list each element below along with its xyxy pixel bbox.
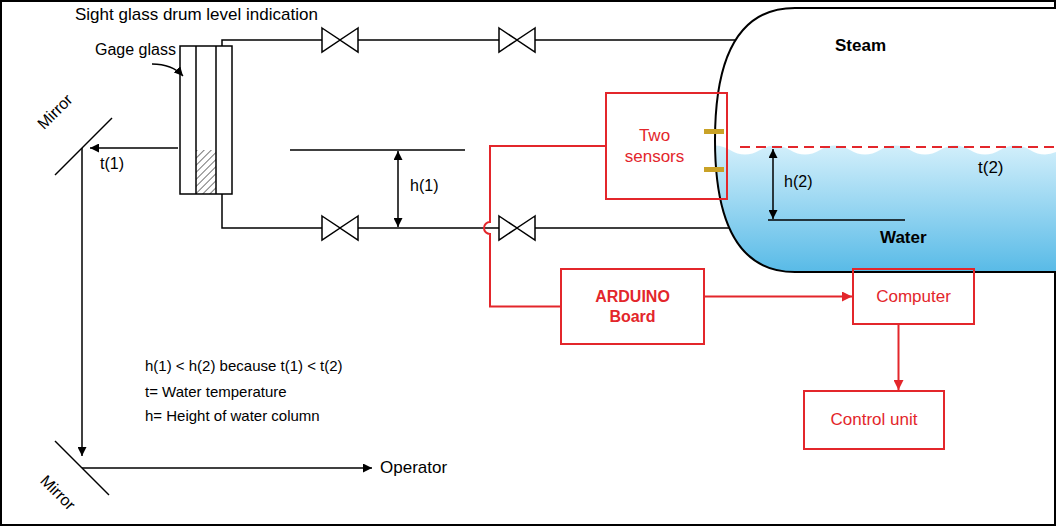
signal-connector [484, 146, 605, 307]
valve-symbol [499, 28, 535, 52]
operator-label: Operator [380, 458, 447, 478]
signal-connector [898, 325, 900, 390]
sensor-box: Two sensors [605, 92, 728, 200]
height-label: h(2) [784, 172, 812, 191]
diagram-title: Sight glass drum level indication [75, 5, 318, 25]
sensor-mark [704, 129, 724, 134]
light-ray [81, 148, 83, 456]
controller-box: ARDUINO Board [560, 268, 705, 345]
gage-glass-water [196, 150, 216, 194]
valve-symbol [322, 216, 358, 240]
valve-symbol [499, 216, 535, 240]
height-label: h(1) [410, 176, 438, 195]
steam-pipe [222, 40, 760, 46]
sensor-mark [704, 167, 724, 172]
control-box: Control unit [803, 390, 945, 450]
temperature-label: t(2) [978, 158, 1004, 178]
drum-outline [715, 8, 1056, 272]
note: h= Height of water column [145, 407, 320, 425]
part-label: Gage glass [95, 40, 176, 59]
temperature-label: t(1) [100, 154, 124, 173]
note: t= Water temperature [145, 383, 287, 401]
gage-glass-pointer [152, 64, 183, 76]
height-arrow [772, 149, 774, 219]
height-arrow [397, 151, 399, 227]
box-text: Two sensors [617, 125, 692, 168]
box-text: Control unit [831, 409, 918, 430]
region-label: Water [880, 228, 927, 248]
mirror-label: Mirror [36, 471, 79, 514]
valve-symbol [322, 28, 358, 52]
gage-glass-line [215, 46, 217, 194]
mirror-label: Mirror [33, 90, 76, 133]
box-text: ARDUINO Board [588, 287, 678, 327]
region-label: Steam [835, 36, 886, 56]
note: h(1) < h(2) because t(1) < t(2) [145, 357, 343, 375]
box-text: Computer [876, 286, 951, 307]
light-ray [90, 147, 178, 149]
light-ray [82, 467, 372, 469]
computer-box: Computer [852, 268, 975, 325]
gage-glass [180, 46, 232, 194]
reference-line [768, 219, 905, 221]
gage-glass-line [195, 46, 197, 194]
signal-connector [705, 296, 852, 298]
water-level-line [740, 146, 1054, 148]
level-line [290, 149, 465, 151]
